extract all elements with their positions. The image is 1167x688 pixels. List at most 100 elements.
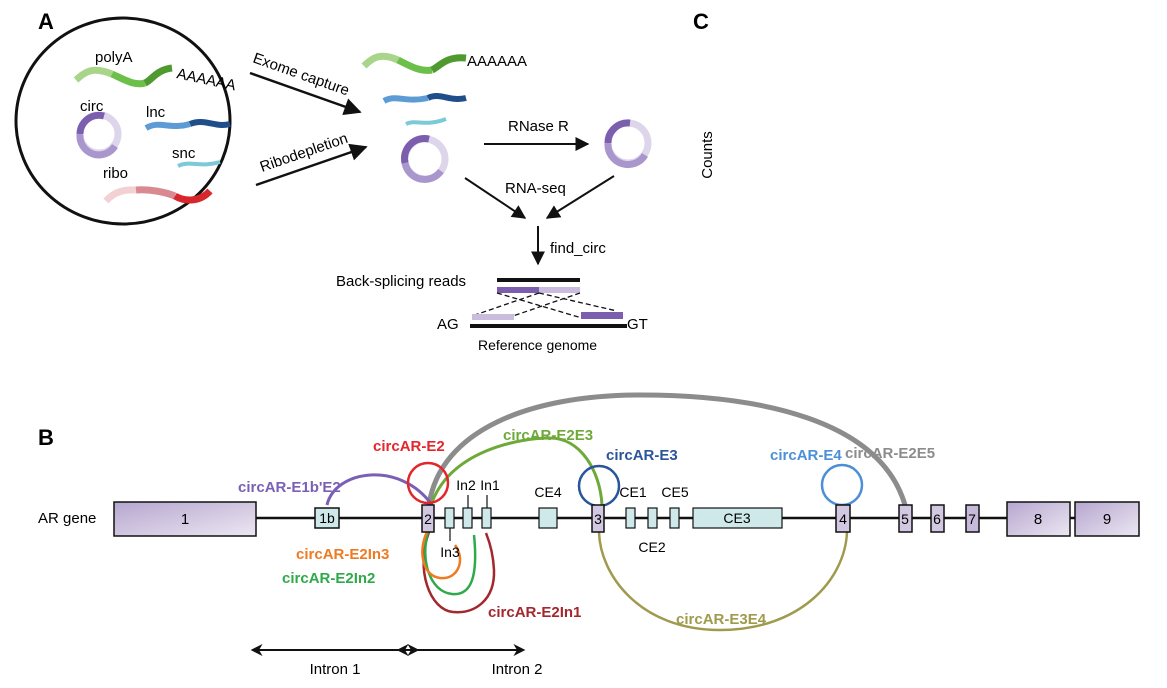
svg-text:2: 2 (424, 511, 432, 527)
cryptic-exon-in2: In2 (456, 477, 476, 529)
read-part-light (539, 287, 580, 293)
svg-text:4: 4 (839, 511, 847, 527)
exome-capture-arrow (249, 71, 362, 115)
intron-2-label: Intron 2 (492, 661, 543, 678)
cryptic-exon-ce1: CE1 (619, 484, 647, 529)
gt-label: GT (627, 316, 648, 333)
svg-text:1: 1 (181, 511, 189, 528)
label-circar-e2in2: circAR-E2In2 (282, 570, 375, 587)
find-circ-label: find_circ (550, 240, 606, 257)
svg-text:7: 7 (968, 511, 976, 527)
panel-label-c: C (693, 9, 709, 34)
cryptic-exon-in3: In3 (440, 507, 460, 560)
ref-read-light (472, 314, 514, 320)
cryptic-exon-ce4: CE4 (534, 484, 562, 529)
ribodepletion-arrow (255, 143, 368, 187)
splice-dashes (471, 292, 618, 319)
exon-5: 5 (898, 504, 913, 533)
captured-tail-label: AAAAAA (467, 53, 527, 70)
svg-text:3: 3 (594, 511, 602, 527)
cryptic-exon-in1: In1 (480, 477, 500, 529)
exon-1b: 1b (314, 507, 340, 529)
svg-text:5: 5 (901, 511, 909, 527)
arc-circar-e1be2 (325, 473, 434, 506)
polya-tail-label: AAAAAA (175, 65, 237, 94)
read-part-dark (497, 287, 539, 293)
arc-circar-e2e3 (429, 436, 604, 506)
exon-6: 6 (930, 504, 945, 533)
label-circar-e2in1: circAR-E2In1 (488, 604, 581, 621)
y-axis-label: Counts (699, 131, 716, 179)
ag-label: AG (437, 316, 459, 333)
captured-polya-rna (361, 52, 467, 74)
svg-text:In1: In1 (480, 477, 500, 493)
exon-9: 9 (1074, 501, 1140, 537)
ref-read-dark (581, 312, 623, 319)
loop-circar-e4 (820, 463, 864, 507)
svg-text:8: 8 (1034, 511, 1042, 528)
exon-8: 8 (1006, 501, 1071, 537)
back-splicing-bar (497, 278, 580, 282)
label-circar-e2in3: circAR-E2In3 (296, 546, 389, 563)
gene-label: AR gene (38, 510, 96, 527)
label-circar-e2e3: circAR-E2E3 (503, 427, 593, 444)
exon-1: 1 (113, 501, 257, 537)
rna-seq-arrow-left (464, 177, 527, 219)
lnc-rna (144, 119, 231, 131)
label-circar-e3: circAR-E3 (606, 447, 678, 464)
exon-4: 4 (835, 504, 851, 533)
back-splicing-label: Back-splicing reads (336, 273, 466, 290)
rna-seq-arrow-right (545, 175, 615, 219)
cell-circle (14, 16, 232, 226)
snc-label: snc (172, 145, 196, 162)
label-circar-e2e5: circAR-E2E5 (845, 445, 935, 462)
polya-rna (73, 64, 173, 88)
rna-seq-label: RNA-seq (505, 180, 566, 197)
arc-circar-e2in1 (422, 531, 496, 614)
loop-circar-e2 (406, 461, 450, 505)
cryptic-exon-ce2: CE2 (638, 507, 666, 555)
arc-circar-e2e5 (426, 392, 908, 506)
svg-text:CE3: CE3 (723, 510, 750, 526)
label-circar-e3e4: circAR-E3E4 (676, 611, 767, 628)
label-circar-e1be2: circAR-E1b'E2 (238, 479, 341, 496)
intron-1-label: Intron 1 (310, 661, 361, 678)
svg-text:In3: In3 (440, 544, 460, 560)
snc-rna (177, 160, 221, 168)
cryptic-exon-ce5: CE5 (661, 484, 689, 529)
arc-circar-e2in2 (424, 531, 477, 596)
arc-circar-e2in3 (421, 531, 462, 580)
svg-text:CE2: CE2 (638, 539, 665, 555)
lnc-label: lnc (146, 104, 166, 121)
ribo-rna (103, 186, 213, 204)
circ-rna (76, 111, 122, 159)
svg-text:In2: In2 (456, 477, 476, 493)
exon-3: 3 (591, 504, 605, 533)
exon-2: 2 (421, 504, 435, 533)
reference-genome-bar (470, 324, 627, 328)
svg-text:CE4: CE4 (534, 484, 561, 500)
chart-c: Counts (699, 131, 716, 179)
svg-text:9: 9 (1103, 511, 1111, 528)
captured-snc-rna (405, 117, 447, 126)
exon-7: 7 (965, 504, 980, 533)
captured-lnc-rna (382, 93, 467, 104)
captured-circ-rna (401, 135, 449, 183)
label-circar-e2: circAR-E2 (373, 438, 445, 455)
svg-text:6: 6 (933, 511, 941, 527)
arc-circar-e3e4 (597, 531, 849, 632)
svg-text:CE1: CE1 (619, 484, 646, 500)
reference-genome-label: Reference genome (478, 337, 597, 353)
circ-label: circ (80, 98, 104, 115)
panel-label-a: A (38, 9, 54, 34)
svg-text:1b: 1b (319, 510, 335, 526)
polya-label: polyA (95, 49, 133, 66)
cryptic-exon-ce3: CE3 (692, 507, 783, 529)
svg-text:CE5: CE5 (661, 484, 688, 500)
panel-label-b: B (38, 425, 54, 450)
rnase-circ-rna (604, 119, 652, 169)
rnase-r-label: RNase R (508, 118, 569, 135)
label-circar-e4: circAR-E4 (770, 447, 842, 464)
ribo-label: ribo (103, 165, 128, 182)
